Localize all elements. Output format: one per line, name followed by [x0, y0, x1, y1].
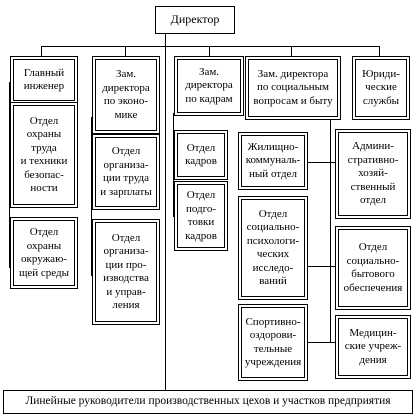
hr-training-department-box: Отдел подго- товки кадров: [177, 184, 225, 248]
chief-engineer-box: Главный инженер: [13, 59, 75, 101]
deputy-economics-box: Зам. директора по эконо- мике: [95, 59, 157, 131]
sports-institutions-box: Спортивно- оздорови- тельные учреждения: [241, 307, 305, 378]
line-managers-box: Линейные руководители производственных ц…: [3, 390, 413, 414]
deputy-social-box: Зам. директора по социальным вопросам и …: [248, 59, 338, 117]
social-psychology-department-box: Отдел социально- психологи- ческих иссле…: [241, 199, 305, 297]
deputy-hr-box: Зам. директора по кадрам: [177, 59, 241, 113]
medical-institutions-box: Медицин- ские учреж- дения: [338, 318, 408, 376]
housing-department-box: Жилищно- коммуналь- ный отдел: [241, 135, 305, 187]
environment-department-box: Отдел охраны окружаю- щей среды: [13, 220, 75, 286]
hr-department-box: Отдел кадров: [177, 133, 225, 177]
director-box: Директор: [155, 6, 235, 34]
labor-wages-department-box: Отдел организа- ции труда и зарплаты: [95, 137, 157, 207]
social-welfare-department-box: Отдел социально- бытового обеспечения: [338, 229, 408, 307]
safety-department-box: Отдел охраны труда и техники безопас- но…: [13, 105, 75, 205]
legal-services-box: Юриди- ческие службы: [355, 59, 407, 117]
production-management-department-box: Отдел организа- ции про- изводства и упр…: [95, 222, 157, 322]
administrative-department-box: Админи- стративно- хозяй- ственный отдел: [338, 132, 408, 216]
